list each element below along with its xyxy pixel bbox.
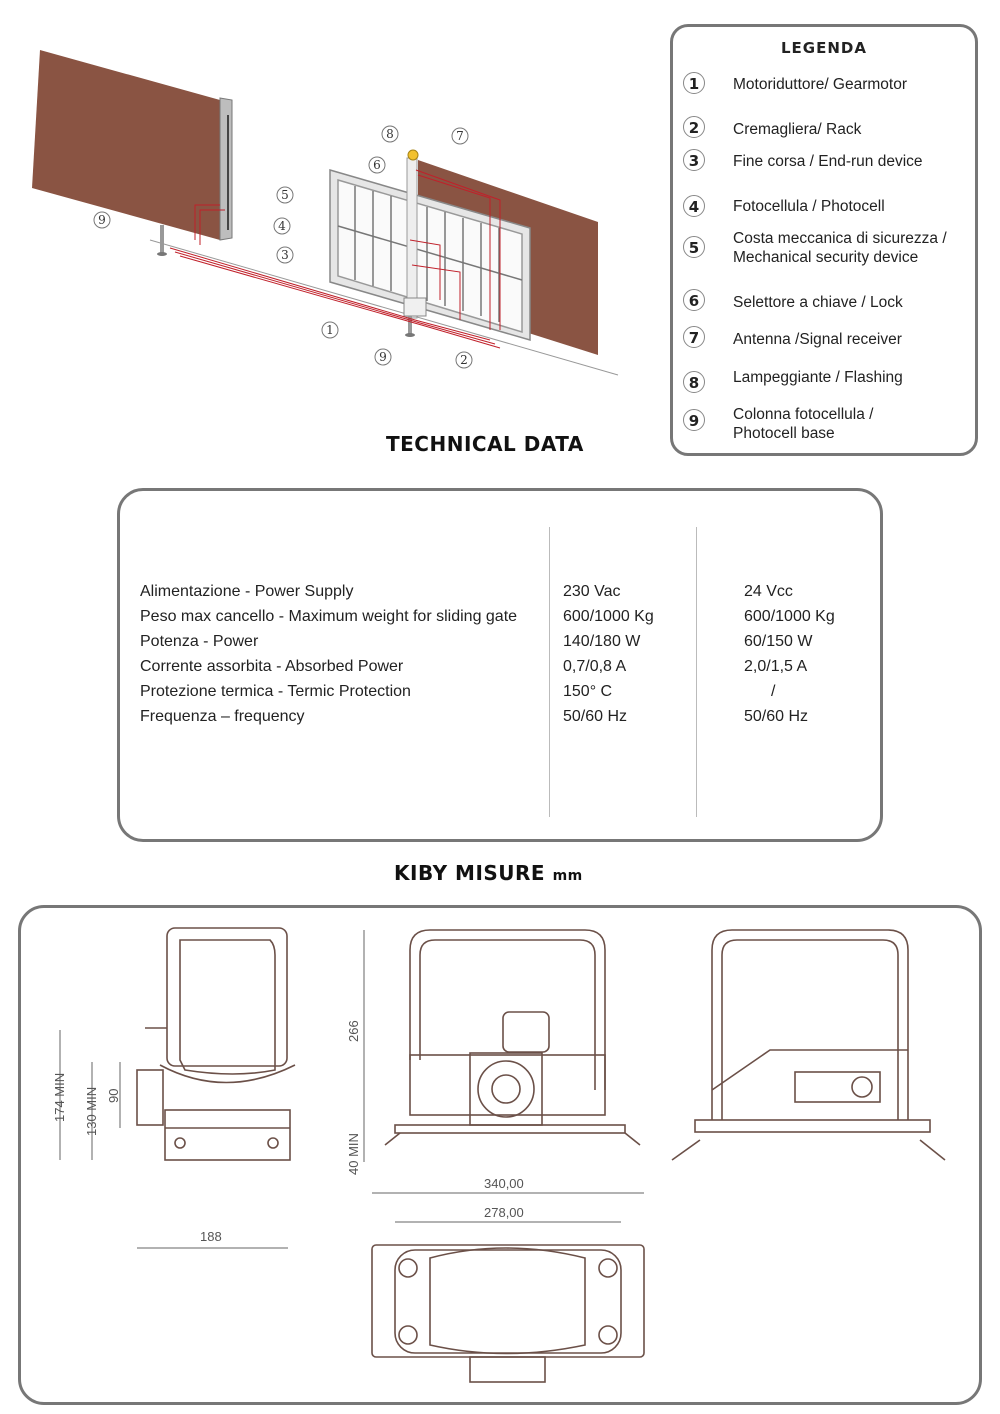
tech-24-max-weight: 600/1000 Kg xyxy=(744,608,835,625)
tech-24-thermal: / xyxy=(771,683,776,700)
callout-2: 2 xyxy=(460,353,468,367)
measures-title: KIBY MISURE mm xyxy=(394,861,583,885)
wiring xyxy=(169,169,501,349)
tech-230-power: 140/180 W xyxy=(563,633,641,650)
ground-line xyxy=(149,239,619,376)
tech-label-power: Potenza - Power xyxy=(140,633,259,650)
tech-label-frequency: Frequenza – frequency xyxy=(140,708,305,725)
measures-panel xyxy=(18,905,982,1405)
callout-9-left: 9 xyxy=(98,213,106,227)
tech-230-max-weight: 600/1000 Kg xyxy=(563,608,654,625)
front-view-drawing xyxy=(384,929,641,1146)
dim-130-min: 130 MIN xyxy=(84,1087,99,1136)
callout-1: 1 xyxy=(326,323,334,337)
legend-item-1: Motoriduttore/ Gearmotor xyxy=(733,76,908,93)
tech-label-max-weight: Peso max cancello - Maximum weight for s… xyxy=(140,608,518,625)
callout-6: 6 xyxy=(373,158,381,172)
dim-340: 340,00 xyxy=(484,1176,524,1191)
legend-number-5: 5 xyxy=(683,236,705,258)
callout-3: 3 xyxy=(281,248,289,262)
dim-278: 278,00 xyxy=(484,1205,524,1220)
tech-230-power-supply: 230 Vac xyxy=(563,583,621,600)
legend-number-2: 2 xyxy=(683,116,705,138)
column-divider xyxy=(696,527,697,817)
legend-item-2: Cremagliera/ Rack xyxy=(733,121,862,138)
dim-174-min: 174 MIN xyxy=(52,1073,67,1122)
legend-item-7: Antenna /Signal receiver xyxy=(733,331,902,348)
flashing-light xyxy=(407,149,419,161)
gearmotor xyxy=(403,297,427,317)
legend-item-9: Colonna fotocellula / Photocell base xyxy=(733,406,874,442)
gate-installation-diagram: 9 5 4 3 1 2 9 6 7 8 xyxy=(32,50,619,376)
legend-item-5: Costa meccanica di sicurezza / Mechanica… xyxy=(733,230,947,266)
technical-data-panel: Alimentazione - Power Supply 230 Vac 24 … xyxy=(117,488,883,842)
dim-90: 90 xyxy=(106,1089,121,1103)
legend-number-7: 7 xyxy=(683,326,705,348)
tech-24-absorbed: 2,0/1,5 A xyxy=(744,658,808,675)
legend-item-3: Fine corsa / End-run device xyxy=(733,153,923,170)
back-view-drawing xyxy=(671,929,946,1161)
tech-24-power: 60/150 W xyxy=(744,633,813,650)
legend-number-9: 9 xyxy=(683,409,705,431)
callout-9-right: 9 xyxy=(379,350,387,364)
technical-data-title: TECHNICAL DATA xyxy=(386,432,584,456)
callout-5: 5 xyxy=(281,188,289,202)
legend-title: LEGENDA xyxy=(781,39,867,57)
callout-7: 7 xyxy=(456,129,464,143)
tech-label-thermal: Protezione termica - Termic Protection xyxy=(140,683,411,700)
dim-266: 266 xyxy=(346,1020,361,1042)
legend-number-1: 1 xyxy=(683,72,705,94)
tech-24-frequency: 50/60 Hz xyxy=(744,708,809,725)
legend-item-8: Lampeggiante / Flashing xyxy=(733,369,903,386)
left-wall xyxy=(32,50,220,240)
legend-number-4: 4 xyxy=(683,195,705,217)
legend-number-6: 6 xyxy=(683,289,705,311)
legend-number-8: 8 xyxy=(683,371,705,393)
side-view-drawing xyxy=(136,927,296,1161)
left-pillar xyxy=(219,97,233,241)
legend-item-6: Selettore a chiave / Lock xyxy=(733,294,903,311)
dim-188: 188 xyxy=(200,1229,222,1244)
legend-item-4: Fotocellula / Photocell xyxy=(733,198,885,215)
callout-4: 4 xyxy=(278,219,286,233)
callout-8: 8 xyxy=(386,127,394,141)
dimension-drawings: 174 MIN 130 MIN 90 188 266 40 MIN 340,00… xyxy=(52,927,946,1383)
tech-label-absorbed: Corrente assorbita - Absorbed Power xyxy=(140,658,404,675)
measures-title-text: KIBY MISURE xyxy=(394,861,546,885)
legend-panel: LEGENDA 1 Motoriduttore/ Gearmotor 2 Cre… xyxy=(670,24,978,456)
tech-label-power-supply: Alimentazione - Power Supply xyxy=(140,583,354,600)
tech-230-frequency: 50/60 Hz xyxy=(563,708,628,725)
dim-40-min: 40 MIN xyxy=(346,1133,361,1175)
tech-24-power-supply: 24 Vcc xyxy=(744,583,793,600)
measures-unit: mm xyxy=(552,868,583,884)
legend-number-3: 3 xyxy=(683,149,705,171)
tech-230-absorbed: 0,7/0,8 A xyxy=(563,658,627,675)
top-view-drawing xyxy=(371,1244,645,1383)
callouts xyxy=(93,125,473,369)
control-post xyxy=(406,157,418,319)
tech-230-thermal: 150° C xyxy=(563,683,613,700)
column-divider xyxy=(549,527,550,817)
